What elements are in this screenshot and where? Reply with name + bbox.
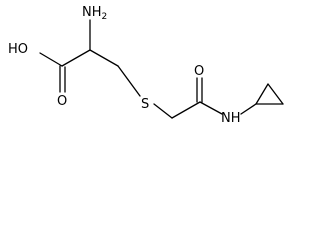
structural-formula: NH2 HO O S O NH <box>8 5 284 126</box>
bond-ccooh-calpha <box>61 49 91 67</box>
hydroxyl-label: HO <box>8 42 28 57</box>
bond-s-ch2 <box>153 103 173 119</box>
amine-label: NH2 <box>82 5 107 22</box>
bond-layer <box>39 19 284 119</box>
amine-subscript: 2 <box>102 12 108 22</box>
bond-ch2-camide <box>171 101 201 119</box>
bond-ring-2 <box>267 83 284 105</box>
atom-label-layer: NH2 HO O S O NH <box>8 5 241 126</box>
bond-ch2-s <box>117 65 141 97</box>
bond-ring-1 <box>255 83 269 105</box>
amide-oxygen-label: O <box>194 64 204 79</box>
amine-n-text: NH <box>82 5 102 20</box>
carboxyl-oxygen-label: O <box>57 94 67 109</box>
bond-oh-ccooh <box>39 52 63 67</box>
bond-calpha-ch2 <box>89 49 119 67</box>
bond-camide-nh <box>199 101 223 115</box>
amide-nh-label: NH <box>221 111 241 126</box>
bond-nh-cyclopropyl <box>240 103 257 115</box>
sulfur-label: S <box>141 97 149 112</box>
